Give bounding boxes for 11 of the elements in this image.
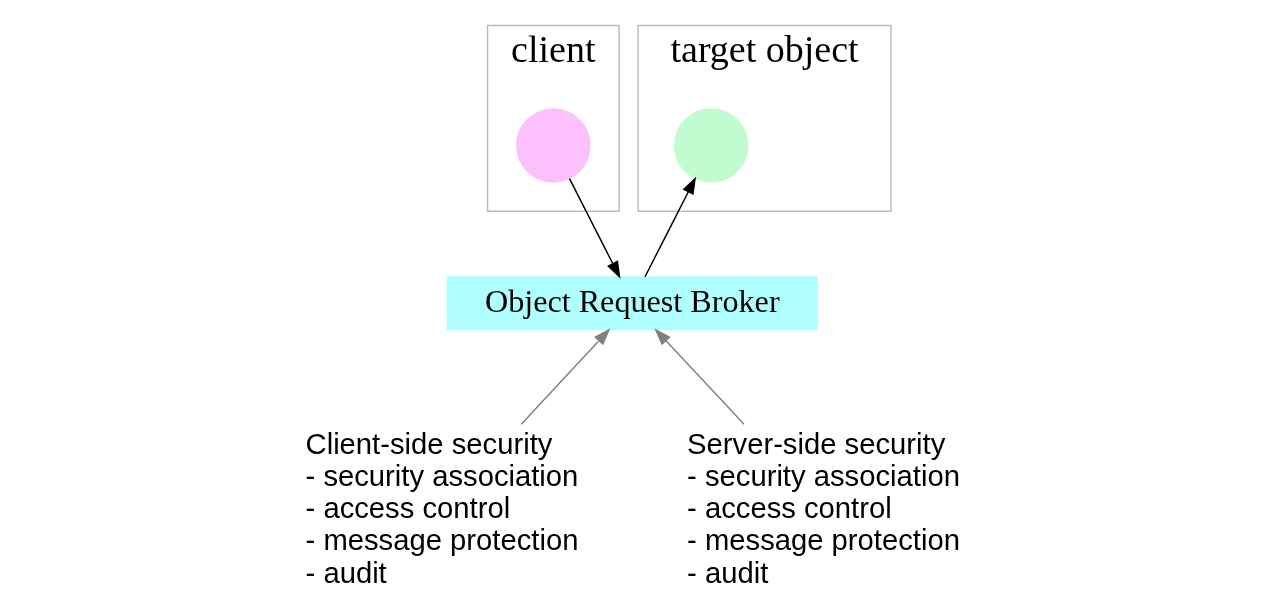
arrow xyxy=(568,177,621,279)
arrow xyxy=(644,176,697,278)
arrow xyxy=(520,328,611,425)
node-box: Object Request Broker xyxy=(446,276,818,331)
cluster: target object xyxy=(637,24,892,212)
cluster: client xyxy=(486,24,620,212)
arrow xyxy=(654,328,745,425)
node-text: Server-side security - security association - access control - message protection - audit xyxy=(687,427,960,589)
node-circle xyxy=(673,108,749,183)
node-text: Client-side security - security association - access control - message protection - audit xyxy=(305,427,579,589)
node-circle xyxy=(516,108,591,183)
